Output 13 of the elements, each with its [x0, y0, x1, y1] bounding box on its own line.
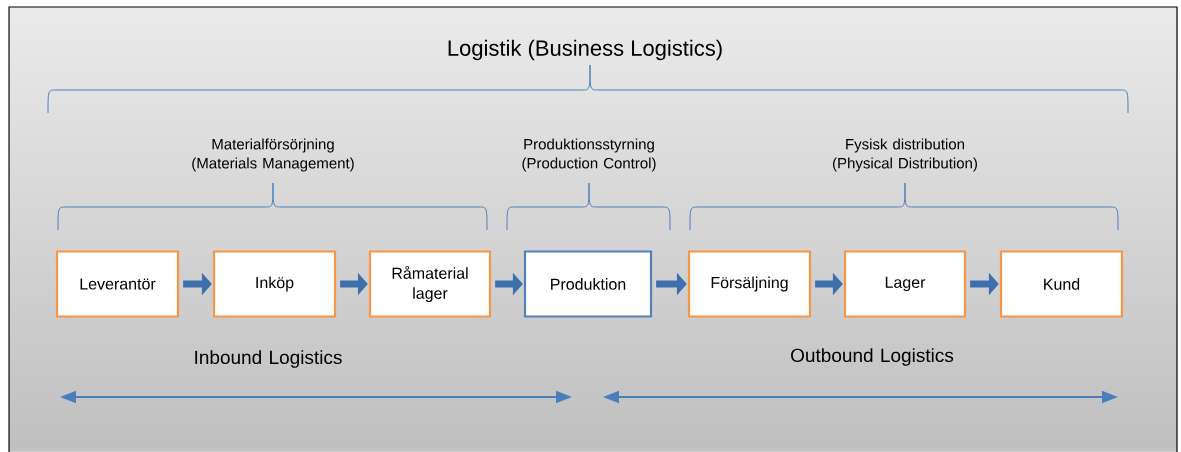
- span-label: Inbound Logistics: [195, 350, 342, 368]
- section-heading: Fysisk distribution (Physical Distribution): [833, 138, 977, 172]
- process-box: Kund: [999, 250, 1124, 318]
- process-box: Försäljning: [687, 250, 812, 318]
- section-heading: Materialförsörjning (Materials Management): [192, 138, 354, 172]
- process-box: Produktion: [523, 250, 653, 318]
- process-box: Lager: [843, 250, 967, 318]
- section-heading: Produktionsstyrning (Production Control): [522, 138, 656, 172]
- process-box: Leverantör: [55, 250, 180, 318]
- title: Logistik (Business Logistics): [448, 39, 722, 61]
- process-box: Råmaterial lager: [368, 250, 492, 318]
- span-label: Outbound Logistics: [791, 348, 954, 366]
- process-box: Inköp: [212, 250, 337, 318]
